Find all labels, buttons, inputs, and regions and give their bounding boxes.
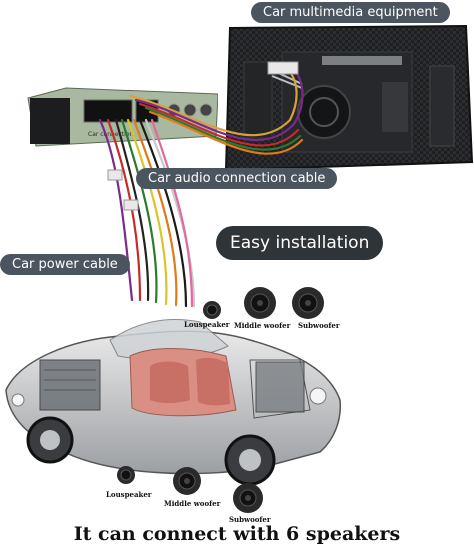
speaker-label-louspeaker-top: Louspeaker xyxy=(184,320,230,329)
label-car-audio-connection-cable: Car audio connection cable xyxy=(136,168,338,189)
speaker-label-middle-woofer-top: Middle woofer xyxy=(234,321,291,330)
speaker-icon xyxy=(117,466,135,484)
speaker-label-subwoofer-top: Subwoofer xyxy=(298,321,340,330)
speaker-icon xyxy=(203,301,221,319)
speaker-label-subwoofer-bottom: Subwoofer xyxy=(229,515,271,524)
label-car-power-cable: Car power cable xyxy=(0,254,130,275)
speaker-middle-woofer-bottom xyxy=(172,466,202,500)
connection-box xyxy=(26,86,219,148)
speaker-icon xyxy=(292,287,324,319)
speaker-louspeaker-bottom xyxy=(116,465,136,489)
speaker-label-middle-woofer-bottom: Middle woofer xyxy=(164,499,221,508)
speaker-middle-woofer-top xyxy=(243,286,277,324)
speaker-icon xyxy=(173,467,201,495)
speaker-louspeaker-top xyxy=(202,300,222,324)
speaker-subwoofer-top xyxy=(291,286,325,324)
car-drawing xyxy=(5,318,342,486)
car-illustration xyxy=(0,300,344,500)
speaker-label-louspeaker-bottom: Louspeaker xyxy=(106,490,152,499)
label-car-multimedia-equipment: Car multimedia equipment xyxy=(251,2,450,23)
footer-caption: It can connect with 6 speakers xyxy=(73,523,401,545)
speaker-icon xyxy=(233,483,263,513)
speaker-subwoofer-bottom xyxy=(232,482,264,518)
connection-box-drawing xyxy=(27,87,219,147)
connection-box-label: Car connection xyxy=(88,131,134,138)
speaker-icon xyxy=(244,287,276,319)
label-easy-installation: Easy installation xyxy=(216,226,384,260)
